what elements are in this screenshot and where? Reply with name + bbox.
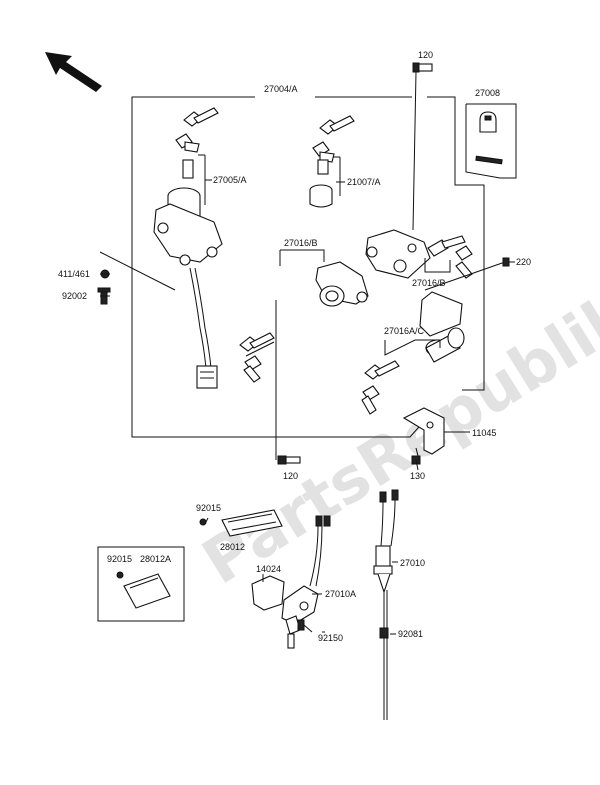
front-direction-arrow-icon — [45, 52, 102, 92]
grommet-411-461 — [99, 251, 176, 291]
label-21007: 21007/A — [347, 177, 381, 187]
helmet-lock-right — [365, 229, 473, 279]
label-27010a: 27010A — [325, 589, 356, 599]
label-120-top: 120 — [418, 50, 433, 60]
screw-220 — [502, 257, 515, 267]
label-27016b-1: 27016/B — [284, 238, 318, 248]
label-220: 220 — [516, 257, 531, 267]
label-130: 130 — [410, 471, 425, 481]
key-tag-27008 — [465, 103, 517, 179]
switch-27010a — [281, 515, 331, 649]
label-411-461: 411/461 — [58, 269, 90, 279]
label-92081: 92081 — [398, 629, 423, 639]
screw-92150 — [297, 619, 313, 633]
label-92015-a: 92015 — [196, 503, 221, 513]
bolt-120-bottom — [277, 455, 301, 465]
label-120-bottom: 120 — [283, 471, 298, 481]
watermark: PartsRepublik — [190, 276, 600, 598]
reflector-box-28012a — [97, 546, 185, 622]
label-92150: 92150 — [318, 633, 343, 643]
label-27005: 27005/A — [213, 175, 247, 185]
lock-27016ac — [361, 261, 506, 415]
label-27016b-2: 27016/B — [412, 278, 446, 288]
label-92015-b: 92015 — [107, 554, 132, 564]
ignition-switch — [153, 187, 223, 389]
label-27016ac: 27016A/C — [384, 326, 425, 336]
assembly-frame — [131, 96, 485, 438]
bolt-120-top — [412, 62, 433, 231]
ignition-key-set — [175, 107, 219, 205]
label-28012a: 28012A — [140, 554, 171, 564]
label-11045: 11045 — [472, 428, 496, 438]
bolt-92002 — [97, 287, 111, 305]
seat-lock-keys — [309, 115, 355, 208]
leader-lines — [100, 179, 419, 633]
label-28012: 28012 — [220, 542, 245, 552]
part-labels: 120 27004/A 27008 27005/A 21007/A 27016/… — [58, 50, 531, 643]
label-27008: 27008 — [475, 88, 500, 98]
label-92002: 92002 — [62, 291, 87, 301]
switch-27010 — [373, 489, 399, 720]
label-27004: 27004/A — [264, 84, 298, 94]
label-14024: 14024 — [256, 564, 281, 574]
helmet-lock-left — [239, 249, 369, 460]
reflector-28012 — [199, 509, 283, 537]
cover-14024 — [251, 574, 285, 611]
label-27010: 27010 — [400, 558, 425, 568]
bracket-11045 — [402, 407, 470, 455]
